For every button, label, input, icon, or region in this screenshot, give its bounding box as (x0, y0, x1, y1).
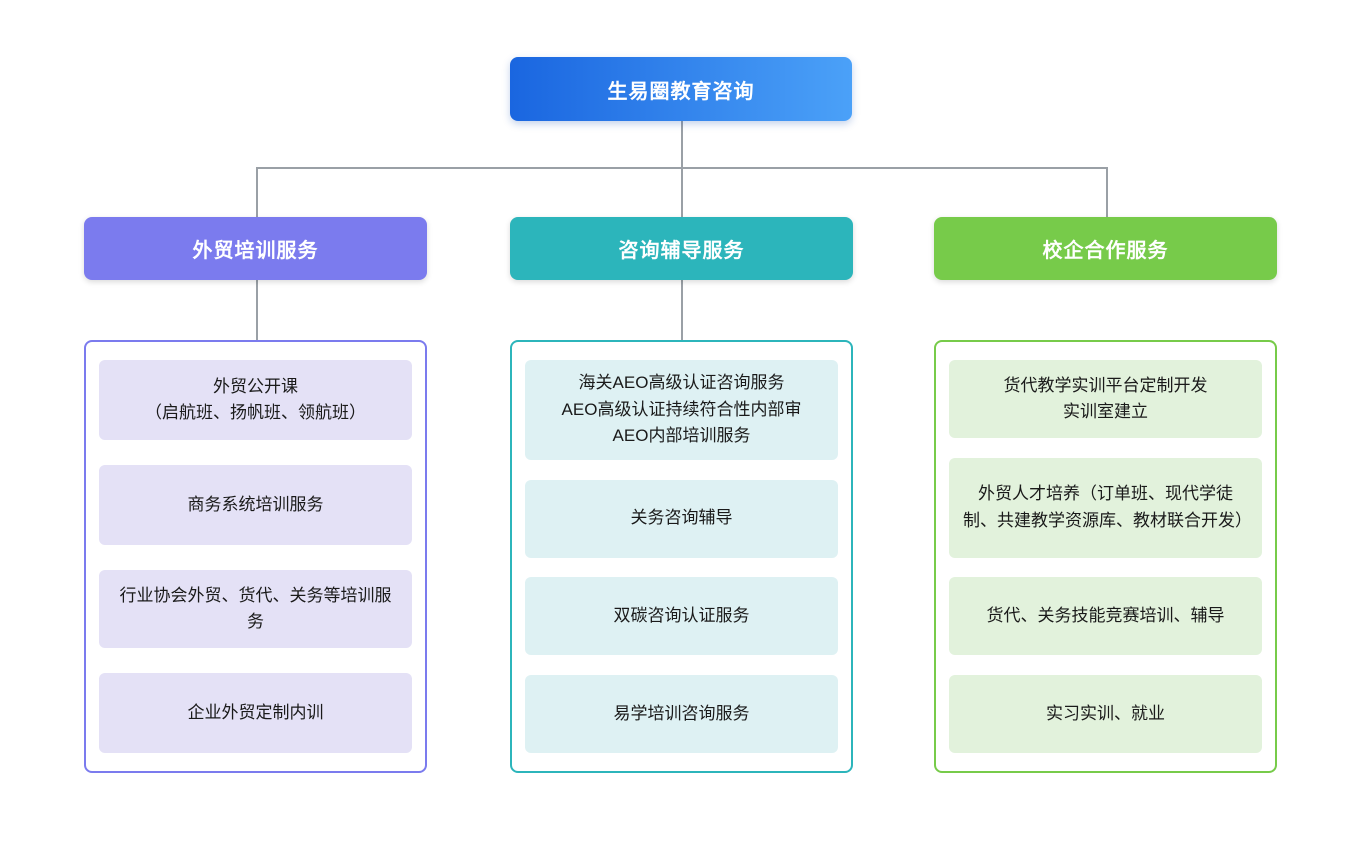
panel-item: 双碳咨询认证服务 (525, 577, 838, 656)
panel-item: 关务咨询辅导 (525, 479, 838, 558)
connector-branch-center (681, 280, 683, 340)
branch-header-consulting-tutoring: 咨询辅导服务 (510, 217, 853, 280)
org-root-label: 生易圈教育咨询 (607, 80, 755, 103)
connector-drop-right (1106, 167, 1108, 217)
branch-header-label: 校企合作服务 (1042, 240, 1169, 262)
panel-item: 企业外贸定制内训 (99, 673, 412, 753)
branch-panel-school-enterprise-cooperation: 货代教学实训平台定制开发 实训室建立 外贸人才培养（订单班、现代学徒制、共建教学… (934, 340, 1277, 773)
panel-item: 货代、关务技能竞赛培训、辅导 (949, 577, 1262, 656)
panel-item: 实习实训、就业 (949, 674, 1262, 753)
branch-header-label: 外贸培训服务 (192, 240, 319, 262)
panel-item: 外贸公开课 （启航班、扬帆班、领航班） (99, 360, 412, 440)
connector-drop-left (256, 167, 258, 217)
panel-item: 行业协会外贸、货代、关务等培训服务 (99, 570, 412, 648)
panel-item: 易学培训咨询服务 (525, 674, 838, 753)
connector-branch-left (256, 280, 258, 340)
branch-panel-foreign-trade-training: 外贸公开课 （启航班、扬帆班、领航班） 商务系统培训服务 行业协会外贸、货代、关… (84, 340, 427, 773)
branch-panel-consulting-tutoring: 海关AEO高级认证咨询服务 AEO高级认证持续符合性内部审 AEO内部培训服务 … (510, 340, 853, 773)
connector-root-stem (681, 121, 683, 167)
panel-item: 外贸人才培养（订单班、现代学徒制、共建教学资源库、教材联合开发） (949, 457, 1262, 558)
branch-header-school-enterprise-cooperation: 校企合作服务 (934, 217, 1277, 280)
connector-drop-center (681, 167, 683, 217)
panel-item: 货代教学实训平台定制开发 实训室建立 (949, 360, 1262, 438)
branch-header-label: 咨询辅导服务 (618, 240, 745, 262)
branch-header-foreign-trade-training: 外贸培训服务 (84, 217, 427, 280)
panel-item: 商务系统培训服务 (99, 465, 412, 545)
panel-item: 海关AEO高级认证咨询服务 AEO高级认证持续符合性内部审 AEO内部培训服务 (525, 360, 838, 460)
org-root-node: 生易圈教育咨询 (510, 57, 852, 121)
